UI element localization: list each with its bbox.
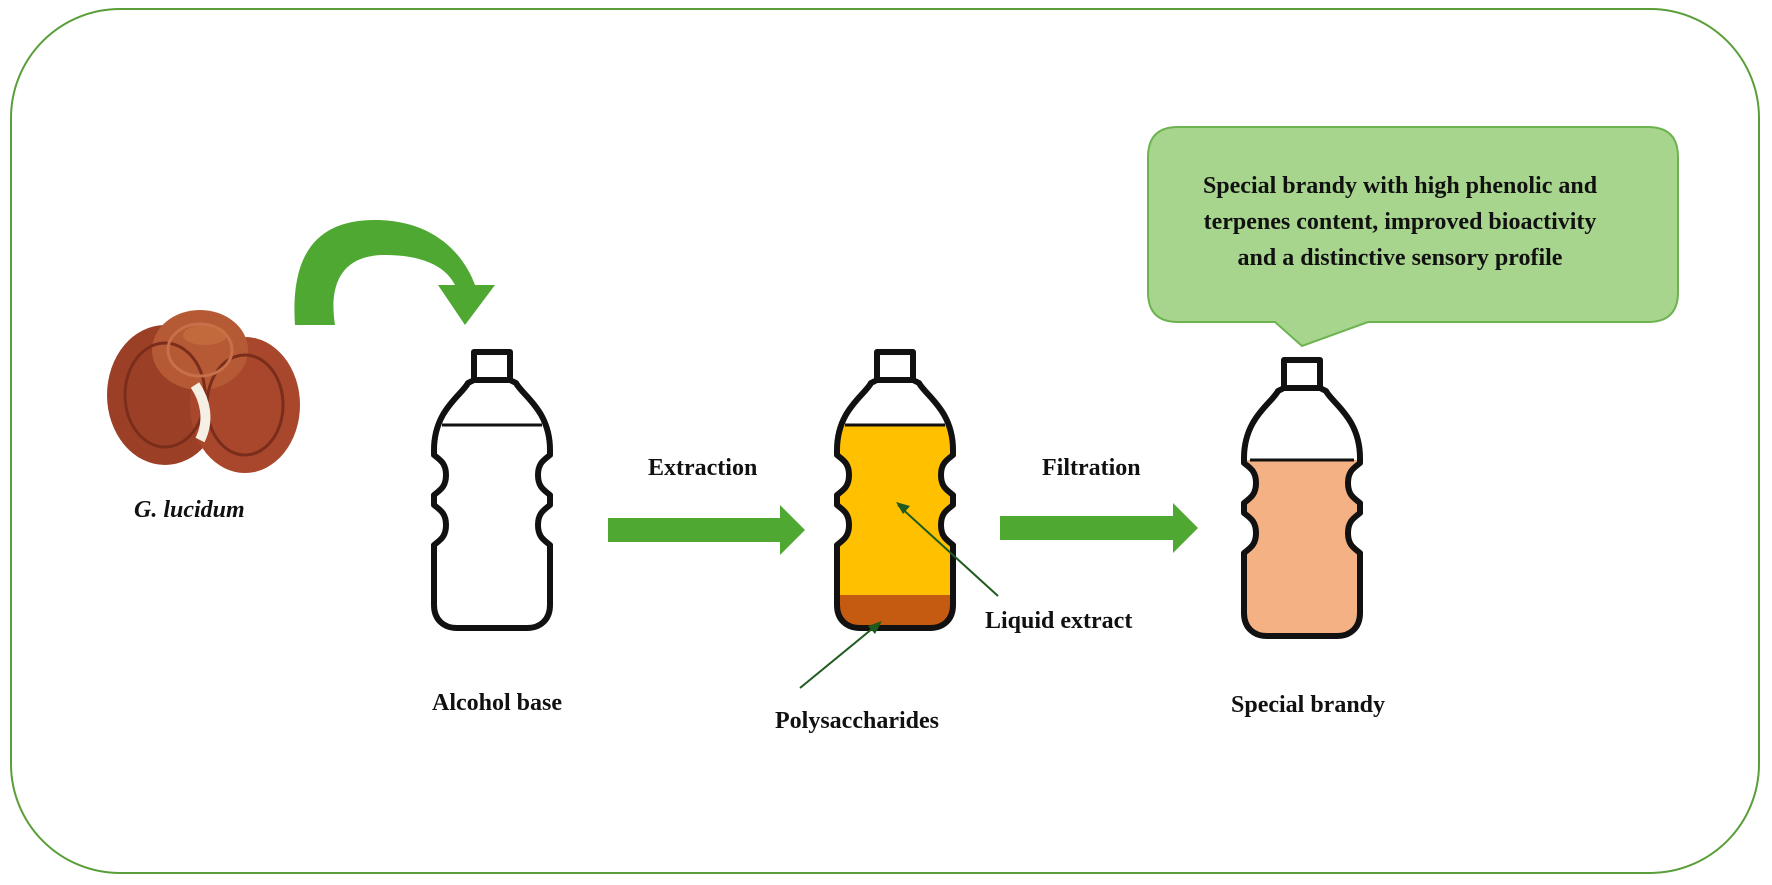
bottle-extract: [834, 349, 956, 631]
polysaccharides-label: Polysaccharides: [775, 708, 939, 734]
bottle-special-brandy: [1241, 357, 1363, 639]
callout-bubble: [1147, 126, 1679, 348]
diagram-frame: [10, 8, 1760, 874]
polysaccharides-pointer: [799, 621, 882, 689]
mushroom-label: G. lucidum: [134, 497, 245, 523]
extraction-arrow: [608, 505, 805, 555]
extraction-label: Extraction: [648, 455, 758, 481]
bottle-alcohol-base: [431, 349, 553, 631]
alcohol-base-label: Alcohol base: [432, 690, 563, 716]
liquid-extract-fill: [837, 425, 953, 595]
callout-text: Special brandy with high phenolic and te…: [1150, 168, 1650, 276]
callout-line-2: terpenes content, improved bioactivity: [1203, 209, 1597, 235]
callout-line-3: and a distinctive sensory profile: [1237, 245, 1563, 271]
mushroom-image: [107, 310, 300, 473]
filtration-label: Filtration: [1042, 455, 1141, 481]
filtration-arrow: [1000, 503, 1198, 553]
callout-line-1: Special brandy with high phenolic and: [1202, 173, 1598, 199]
liquid-extract-pointer: [896, 502, 999, 597]
liquid-extract-label: Liquid extract: [985, 608, 1133, 634]
polysaccharides-fill: [837, 595, 953, 628]
special-brandy-label: Special brandy: [1231, 692, 1386, 718]
curved-arrow: [294, 220, 495, 325]
brandy-fill: [1244, 460, 1360, 636]
